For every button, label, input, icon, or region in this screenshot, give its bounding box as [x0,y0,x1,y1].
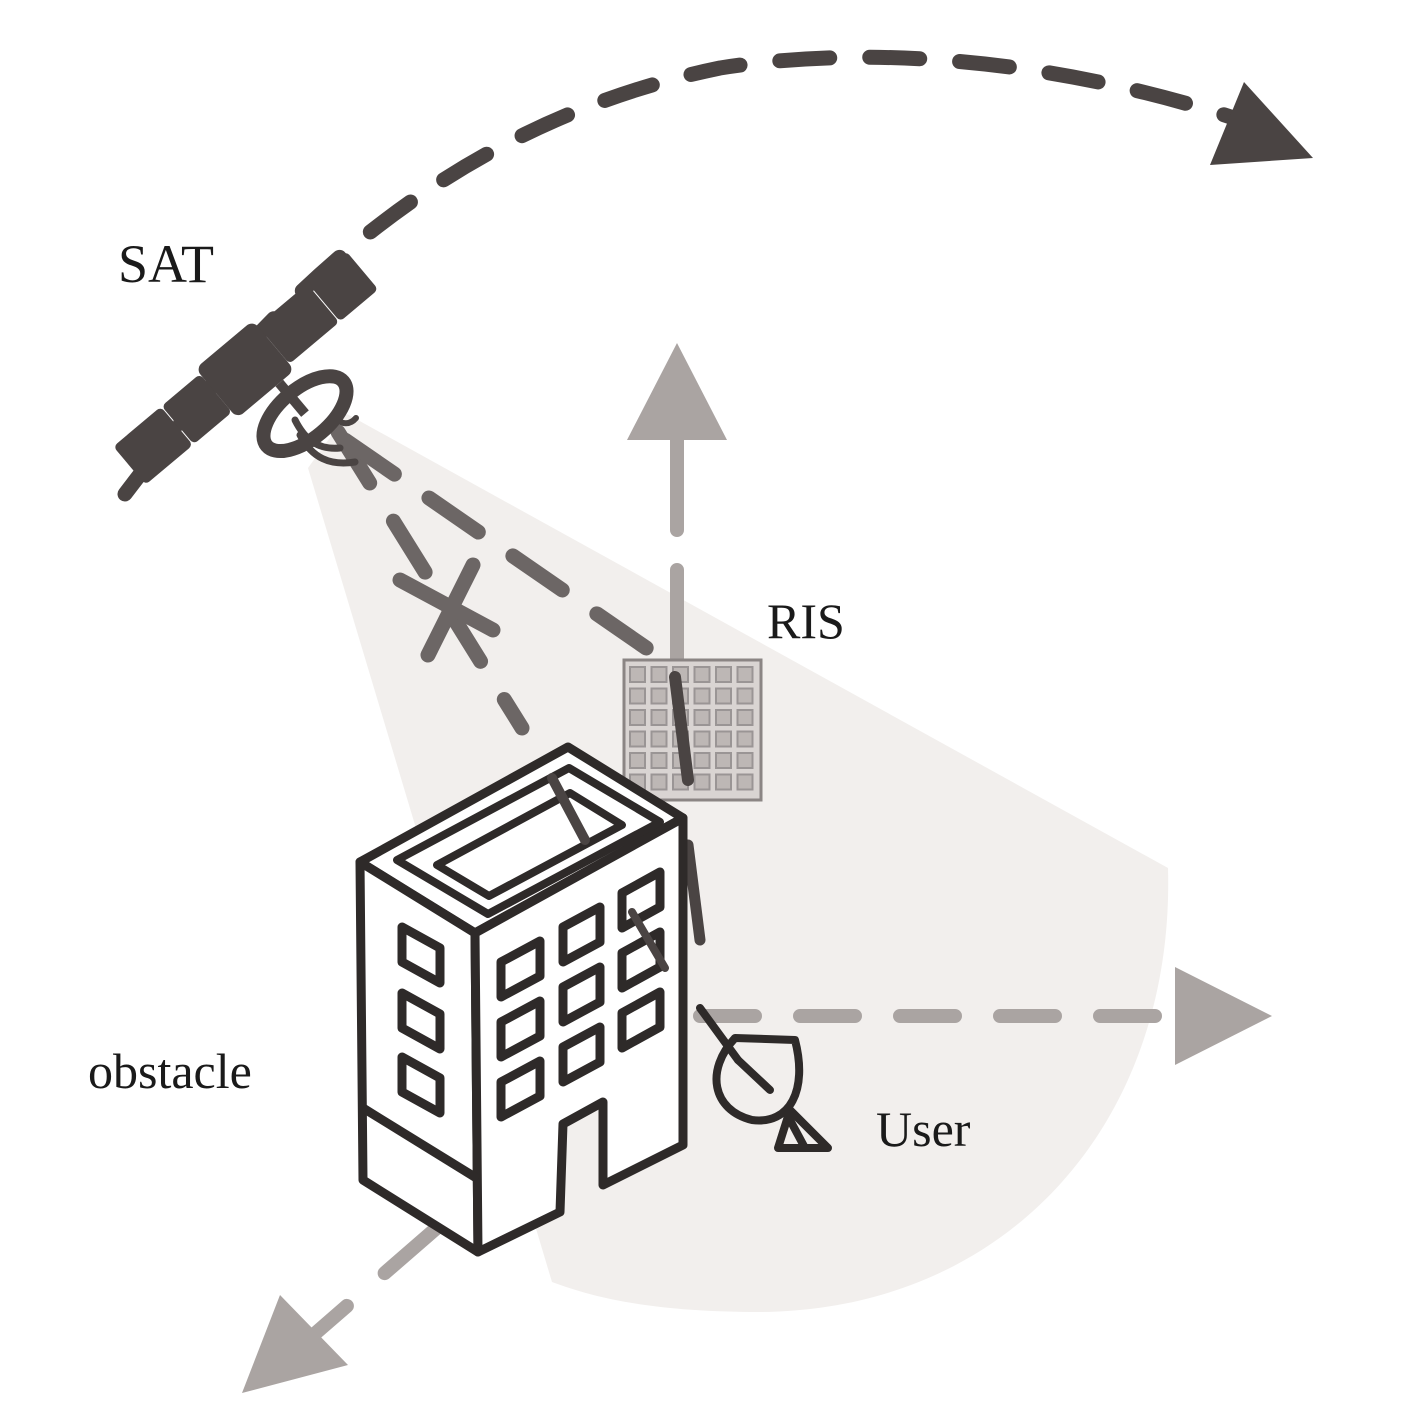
ris-element [715,666,732,683]
ris-element [715,687,732,705]
ris-label: RIS [767,593,845,649]
ris-element [693,773,711,791]
ris-element [736,730,754,748]
ris-element [693,687,711,705]
ris-element [650,709,668,726]
ris-element [715,730,732,748]
ris-element [693,666,711,683]
ris-element [629,752,646,769]
building-rooftop-ray [547,773,590,845]
axis-up-arrowhead [627,343,727,440]
axis-diagonal-arrowhead [242,1295,348,1393]
obstacle-label: obstacle [88,1043,252,1099]
ris-element [736,709,754,726]
orbit-arrowhead [1210,82,1313,165]
ris-element [629,730,646,748]
user-label: User [876,1101,971,1157]
ris-element [693,730,711,748]
ris-element [715,773,732,791]
sat-to-ris-link [337,432,676,671]
ris-to-user-link [682,839,706,946]
ris-element [650,752,668,769]
ris-element [629,666,646,683]
sat-label: SAT [118,234,214,294]
blocked-direct-link [330,424,530,736]
ris-element [650,666,668,683]
ris-element [629,709,646,726]
ris-panel [622,658,763,802]
ris-element [693,752,711,769]
ris-element [650,773,668,791]
ris-element [736,666,754,683]
ray-to-user [628,908,669,972]
ris-element [693,709,711,726]
ris-element [650,730,668,748]
ris-element [650,687,668,705]
axis-right-arrowhead [1175,967,1272,1065]
blocked-cross-mark [392,557,501,663]
user-dish-antenna-icon [696,1004,832,1152]
satellite-icon [115,253,377,483]
ris-element [629,687,646,705]
ris-element [736,773,754,791]
ris-element [715,709,732,726]
ris-element [715,752,732,769]
ris-element [736,687,754,705]
ris-element [736,752,754,769]
